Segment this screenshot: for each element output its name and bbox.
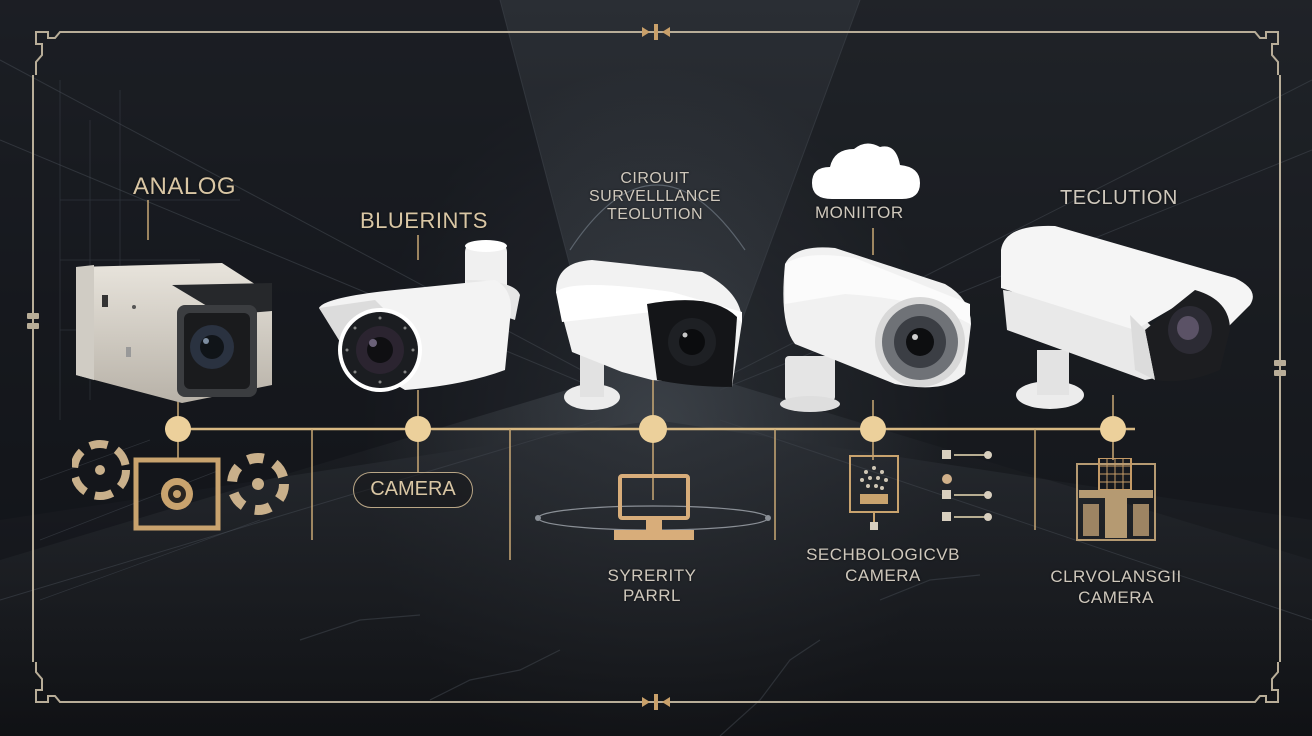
label-analog: ANALOG — [133, 173, 237, 200]
label-sechbologic-camera: SECHBOLOGICVB CAMERA — [798, 544, 968, 586]
label-circuit-line1: CIROUIT — [620, 170, 690, 187]
bullet-camera-hooded — [1001, 225, 1253, 409]
bullet-camera-compact — [556, 260, 742, 410]
building-blueprint-icon — [1076, 458, 1156, 541]
label-syrerity-line2: PARRL — [623, 586, 681, 605]
timeline-node-2 — [405, 416, 431, 442]
monitor-icon — [614, 474, 694, 540]
timeline-node-1 — [165, 416, 191, 442]
label-circuit-surveillance: CIROUIT SURVELLLANCE TEOLUTION — [560, 170, 750, 224]
timeline-node-3 — [639, 415, 667, 443]
label-syrerity-line1: SYRERITY — [607, 566, 697, 585]
cloud-icon — [812, 143, 920, 199]
bullet-camera-ir — [319, 240, 520, 392]
circuit-chip-icon — [849, 455, 899, 530]
label-clrvolansgii-line2: CAMERA — [1078, 588, 1154, 607]
timeline-node-5 — [1100, 416, 1126, 442]
label-teclution: TECLUTION — [1060, 187, 1178, 209]
timeline-node-4 — [860, 416, 886, 442]
fan-icon-right — [227, 453, 289, 515]
slider-settings-icon — [942, 450, 992, 521]
analog-icon-group — [72, 440, 289, 531]
label-circuit-line3: TEOLUTION — [606, 206, 704, 223]
box-camera-analog — [76, 263, 272, 403]
label-clrvolansgii-camera: CLRVOLANSGII CAMERA — [1030, 566, 1202, 608]
camera-pill-label: CAMERA — [353, 472, 473, 508]
label-clrvolansgii-line1: CLRVOLANSGII — [1050, 567, 1182, 586]
label-blueprints: BLUERINTS — [360, 208, 488, 233]
label-circuit-line2: SURVELLLANCE — [589, 188, 721, 205]
bullet-camera-dome-lens — [780, 247, 971, 412]
label-sechbologic-line2: CAMERA — [845, 566, 921, 585]
camera-box-icon — [133, 457, 221, 531]
label-syrerity-parrl: SYRERITY PARRL — [602, 566, 702, 606]
label-sechbologic-line1: SECHBOLOGICVB — [806, 545, 960, 564]
fan-icon-left — [72, 440, 130, 500]
label-monitor: MONIITOR — [815, 203, 904, 222]
